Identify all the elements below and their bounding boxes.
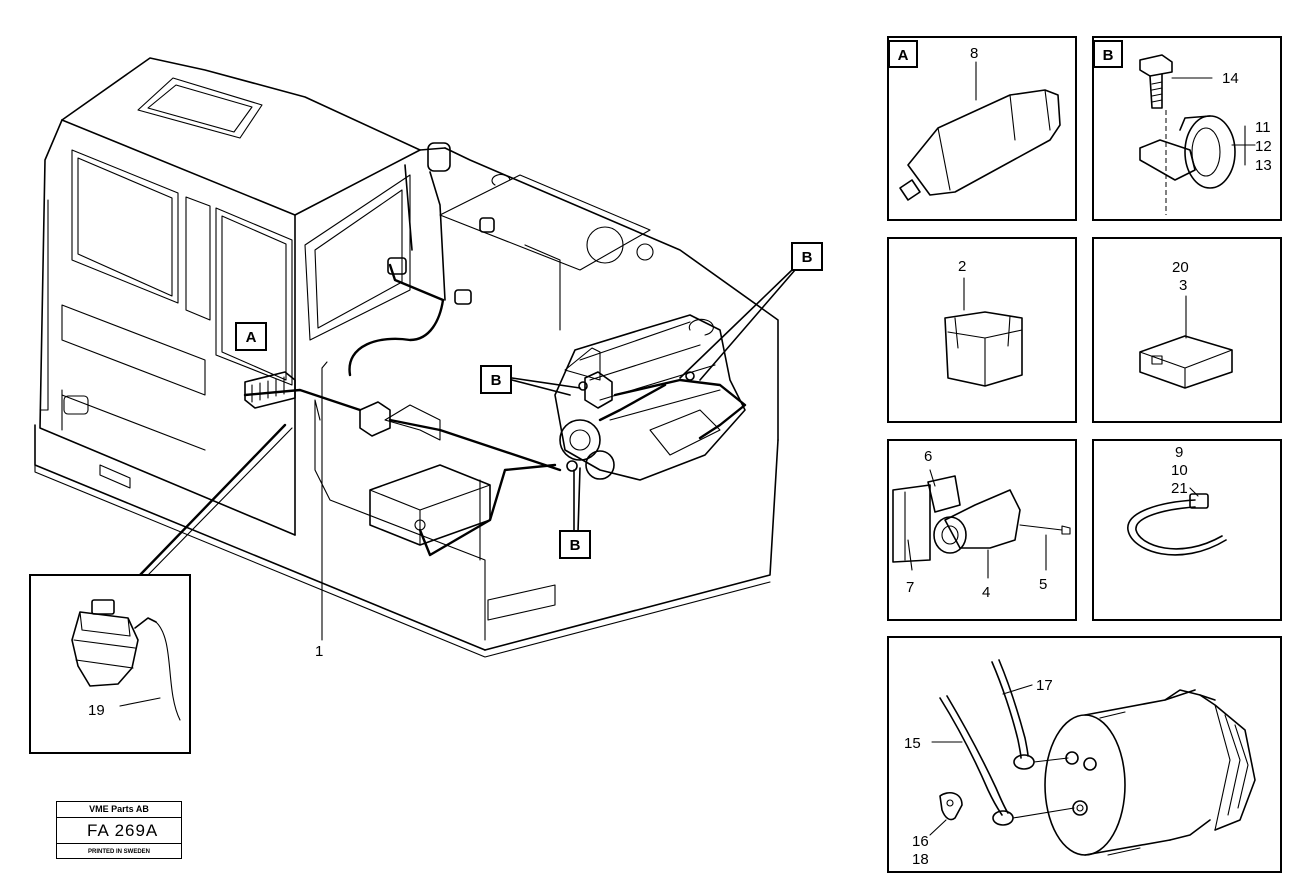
- callout-15: 15: [904, 735, 921, 752]
- detail-box-cable-tie: 9 10 21: [1092, 439, 1282, 621]
- tag-a-main: A: [235, 322, 267, 351]
- callout-17: 17: [1036, 677, 1053, 694]
- catalogue-stamp: VME Parts AB FA 269A PRINTED IN SWEDEN: [56, 801, 182, 859]
- callout-8: 8: [970, 45, 978, 62]
- callout-6: 6: [924, 448, 932, 465]
- callout-14: 14: [1222, 70, 1239, 87]
- svg-text:B: B: [491, 372, 502, 389]
- svg-text:B: B: [802, 249, 813, 266]
- callout-12: 12: [1255, 138, 1272, 155]
- stamp-code: FA 269A: [57, 818, 181, 844]
- inset-19: 19: [29, 574, 191, 754]
- callout-20: 20: [1172, 259, 1189, 276]
- callout-11: 11: [1255, 119, 1271, 136]
- tag-b-middle: B: [480, 365, 512, 394]
- callout-13: 13: [1255, 157, 1272, 174]
- detail-box-alternator: 17 15 16 18: [887, 636, 1282, 873]
- callout-1: 1: [315, 643, 323, 660]
- svg-text:B: B: [570, 537, 581, 554]
- callout-21: 21: [1171, 480, 1188, 497]
- callout-3: 3: [1179, 277, 1187, 294]
- callout-19: 19: [88, 702, 105, 719]
- detail-box-relay: 2: [887, 237, 1077, 423]
- callout-10: 10: [1171, 462, 1188, 479]
- tag-b-lower: B: [559, 530, 591, 559]
- stamp-printed: PRINTED IN SWEDEN: [87, 849, 150, 855]
- callout-5: 5: [1039, 576, 1047, 593]
- svg-text:A: A: [898, 47, 909, 64]
- detail-box-connector: 20 3: [1092, 237, 1282, 423]
- svg-text:B: B: [1103, 47, 1114, 64]
- detail-box-a: A 8: [887, 36, 1077, 221]
- callout-18: 18: [912, 851, 929, 868]
- callout-2: 2: [958, 258, 966, 275]
- svg-text:A: A: [246, 329, 257, 346]
- machine-illustration: [34, 57, 796, 658]
- stamp-company: VME Parts AB: [57, 802, 181, 818]
- callout-7: 7: [906, 579, 914, 596]
- callout-16: 16: [912, 833, 929, 850]
- callout-9: 9: [1175, 444, 1183, 461]
- detail-box-b: B 14 11 12 13: [1092, 36, 1282, 221]
- tag-b-upper: B: [791, 242, 823, 271]
- detail-box-switch: 6 7 4 5: [887, 439, 1077, 621]
- callout-4: 4: [982, 584, 990, 601]
